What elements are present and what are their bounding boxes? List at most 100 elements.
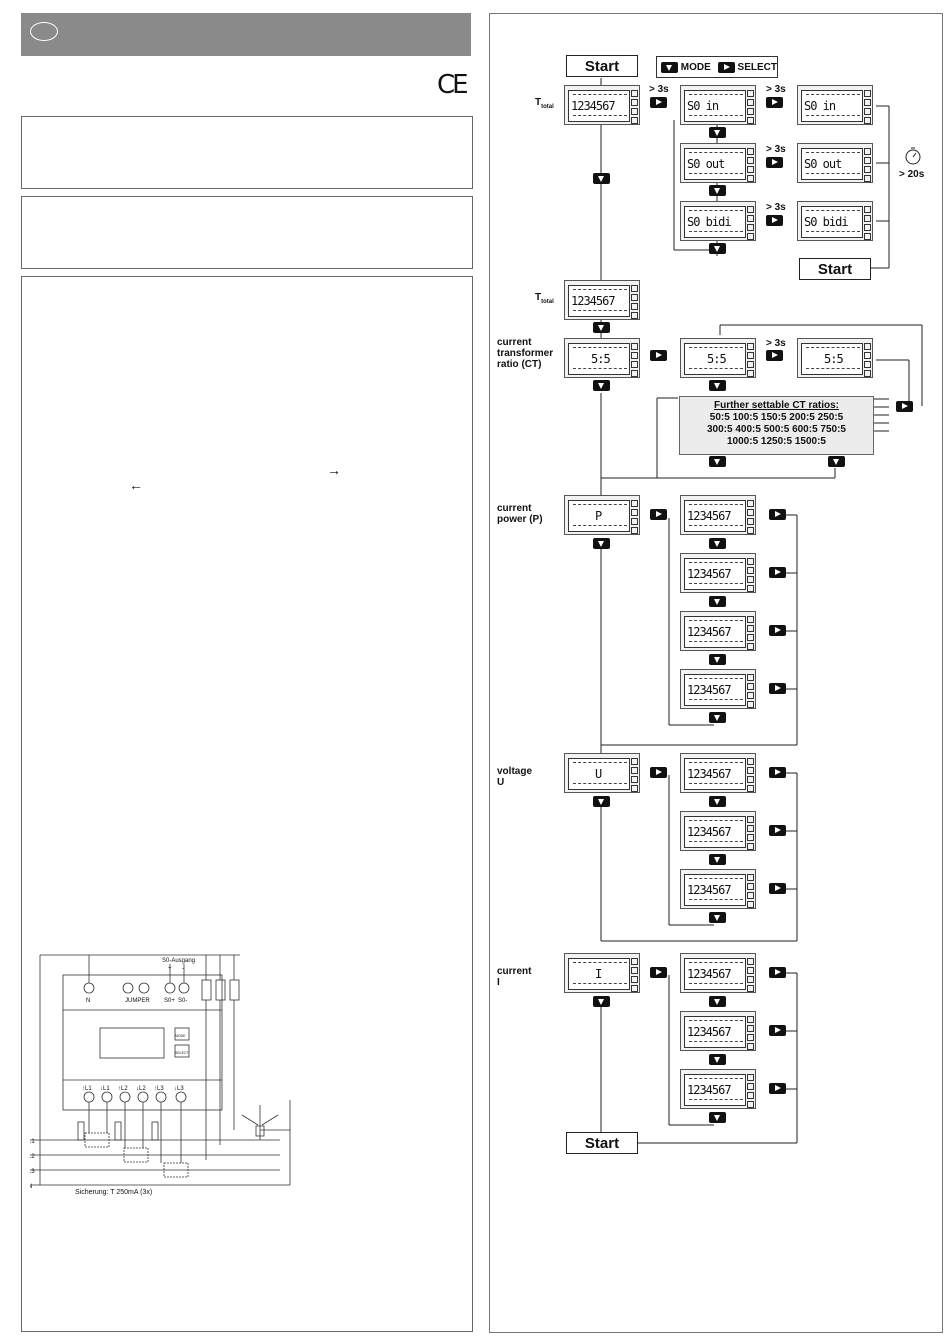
select-arrow-icon: [766, 97, 783, 108]
mode-arrow-icon: [709, 185, 726, 196]
notice-box-1: [21, 116, 473, 189]
select-arrow-icon: [650, 767, 667, 778]
lcd-current-l2: 1234567: [680, 1011, 756, 1051]
line-label-n: N: [30, 1184, 32, 1190]
mode-arrow-icon: [709, 796, 726, 807]
select-arrow-icon: [769, 567, 786, 578]
lcd-ct-set: 5:5: [797, 338, 873, 378]
lcd-total-1: 1234567: [564, 85, 640, 125]
language-badge: [30, 22, 58, 41]
lcd-s0-out: S0 out: [680, 143, 756, 183]
select-arrow-icon: [650, 509, 667, 520]
lcd-power-total: 1234567: [680, 669, 756, 709]
select-arrow-icon: [650, 967, 667, 978]
ct-ratios-line-1: 50:5 100:5 150:5 200:5 250:5: [709, 412, 844, 423]
hold-3s-label-1: > 3s: [649, 84, 669, 95]
mode-arrow-icon: [593, 538, 610, 549]
lcd-current: I: [564, 953, 640, 993]
lcd-voltage-l1: 1234567: [680, 753, 756, 793]
mode-arrow-icon: [709, 243, 726, 254]
legend-select-label: SELECT: [737, 61, 777, 73]
button-legend: MODE SELECT: [656, 56, 778, 78]
lcd-current-l1: 1234567: [680, 953, 756, 993]
lcd-ct: 5:5: [564, 338, 640, 378]
terminal-label-l2-in: ↑L2: [118, 1086, 128, 1092]
select-arrow-icon: [896, 401, 913, 412]
select-arrow-icon: [650, 350, 667, 361]
lcd-ct-select: 5:5: [680, 338, 756, 378]
mode-arrow-icon: [709, 996, 726, 1007]
terminal-label-s0-minus: S0-: [178, 998, 187, 1004]
stopwatch-icon: [905, 147, 921, 165]
lcd-s0-bidi: S0 bidi: [680, 201, 756, 241]
legend-mode-label: MODE: [680, 61, 711, 73]
select-button-icon: [717, 61, 735, 73]
terminal-label-s0-plus: S0+: [164, 998, 175, 1004]
select-arrow-icon: [769, 767, 786, 778]
fuse-note: Sicherung: T 250mA (3x): [75, 1189, 152, 1196]
lcd-voltage: U: [564, 753, 640, 793]
select-arrow-icon: [769, 1083, 786, 1094]
hold-3s-label-3: > 3s: [766, 144, 786, 155]
select-arrow-icon: [769, 967, 786, 978]
lcd-s0-out-set: S0 out: [797, 143, 873, 183]
mode-button-icon: [661, 61, 678, 73]
flowchart-frame: [489, 13, 943, 1333]
terminal-label-l2-out: ↓L2: [136, 1086, 146, 1092]
arrow-right-icon: →: [327, 462, 341, 478]
line-label-l3: L3: [30, 1169, 35, 1175]
mode-arrow-icon: [709, 912, 726, 923]
header-bar: [21, 13, 471, 56]
lcd-power: P: [564, 495, 640, 535]
select-arrow-icon: [769, 625, 786, 636]
terminal-label-jumper: JUMPER: [125, 998, 150, 1004]
lcd-voltage-l2: 1234567: [680, 811, 756, 851]
meter-mode-button-label: MODE: [175, 1034, 186, 1038]
mode-arrow-icon: [828, 456, 845, 467]
lcd-current-l3: 1234567: [680, 1069, 756, 1109]
terminal-label-l3-in: ↑L3: [154, 1086, 164, 1092]
label-t-total-1: Ttotal: [535, 97, 554, 110]
mode-arrow-icon: [709, 1054, 726, 1065]
lcd-s0-in-set: S0 in: [797, 85, 873, 125]
lcd-power-l3: 1234567: [680, 611, 756, 651]
terminal-label-n: N: [86, 998, 90, 1004]
start-box-s0: Start: [799, 258, 871, 280]
select-arrow-icon: [650, 97, 667, 108]
ct-ratios-line-2: 300:5 400:5 500:5 600:5 750:5: [707, 424, 846, 435]
mode-arrow-icon: [593, 173, 610, 184]
mode-arrow-icon: [709, 712, 726, 723]
lcd-s0-bidi-set: S0 bidi: [797, 201, 873, 241]
timeout-20s-label: > 20s: [899, 169, 925, 180]
select-arrow-icon: [769, 1025, 786, 1036]
label-t-total-2: Ttotal: [535, 292, 554, 305]
flowchart-connectors: [600, 78, 923, 1144]
ce-mark: CE: [437, 70, 469, 100]
mode-arrow-icon: [593, 796, 610, 807]
mode-arrow-icon: [709, 456, 726, 467]
mode-arrow-icon: [709, 1112, 726, 1123]
s0-output-label: S0-Ausgang: [162, 958, 195, 964]
ct-ratios-line-3: 1000:5 1250:5 1500:5: [727, 436, 826, 447]
hold-3s-label-5: > 3s: [766, 338, 786, 349]
mode-arrow-icon: [709, 654, 726, 665]
mode-arrow-icon: [709, 127, 726, 138]
meter-select-button-label: SELECT: [175, 1051, 189, 1055]
terminal-label-l3-out: ↓L3: [174, 1086, 184, 1092]
mode-arrow-icon: [709, 596, 726, 607]
select-arrow-icon: [769, 509, 786, 520]
line-label-l1: L1: [30, 1139, 35, 1145]
start-box-bottom: Start: [566, 1132, 638, 1154]
ct-ratios-box: Further settable CT ratios: 50:5 100:5 1…: [679, 396, 874, 455]
mode-arrow-icon: [593, 380, 610, 391]
terminal-label-l1-out: ↓L1: [100, 1086, 110, 1092]
hold-3s-label-2: > 3s: [766, 84, 786, 95]
s0-plus-sign: +: [168, 966, 172, 972]
select-arrow-icon: [766, 157, 783, 168]
mode-arrow-icon: [593, 996, 610, 1007]
select-arrow-icon: [769, 883, 786, 894]
start-box-top: Start: [566, 55, 638, 77]
wiring-diagram: S0-Ausgang + - N JUMPER S0+ S0- MODE SEL…: [30, 954, 291, 1196]
